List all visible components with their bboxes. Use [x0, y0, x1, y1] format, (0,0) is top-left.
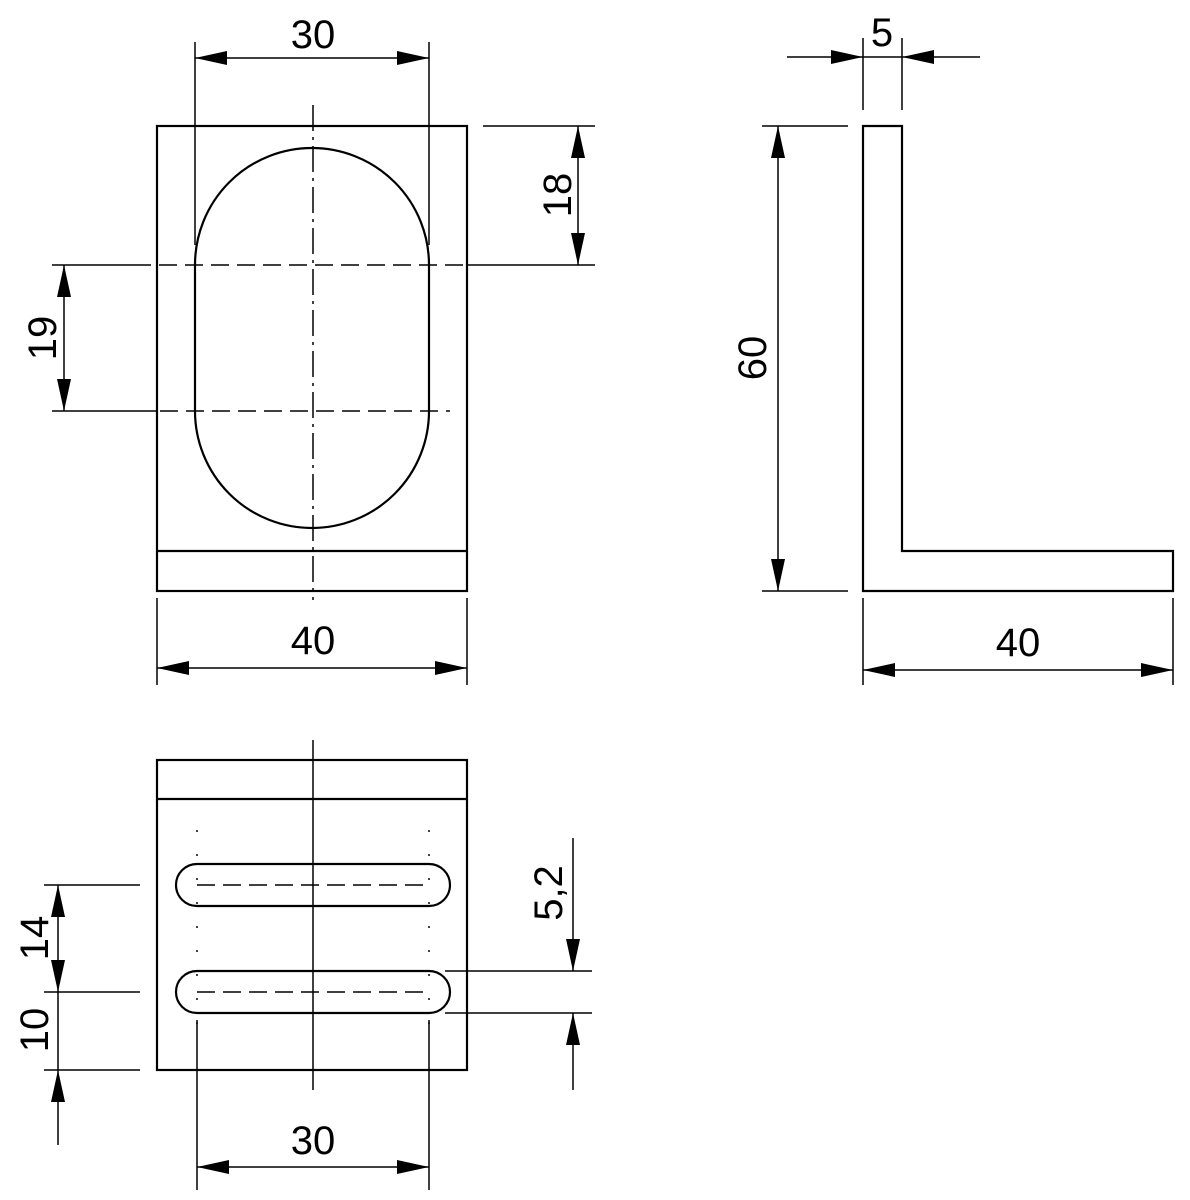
side-view: 5 60 40 [731, 11, 1175, 685]
arrowhead [771, 126, 785, 158]
arrowhead [397, 1160, 429, 1174]
dimension-arrows [51, 50, 1173, 1174]
arrowhead [57, 265, 71, 297]
dim-slot-length-label: 30 [291, 1119, 336, 1163]
dim-slot-width-label: 5,2 [527, 865, 571, 921]
front-view: 30 18 19 40 [21, 13, 595, 685]
arrowhead [51, 960, 65, 992]
arrowhead [195, 51, 227, 65]
arrowhead [397, 51, 429, 65]
front-outline [155, 124, 469, 593]
bottom-outline [155, 758, 469, 1072]
dim-width-label: 40 [291, 619, 336, 663]
bottom-view: 14 10 5,2 30 [13, 740, 592, 1190]
slot-lower [174, 969, 452, 1015]
arrowhead [1141, 663, 1173, 677]
dim-slot-pitch-label: 14 [13, 916, 57, 961]
dim-edge-to-slot-label: 10 [13, 1008, 57, 1053]
dim-center-spacing-label: 19 [21, 316, 65, 361]
dim-slot-width-label: 30 [291, 13, 336, 57]
arrowhead [863, 663, 895, 677]
arrowhead [566, 1013, 580, 1045]
angle-profile [861, 124, 1175, 593]
arrowhead [902, 50, 934, 64]
arrowhead [571, 126, 585, 158]
dim-height-label: 60 [731, 336, 775, 381]
arrowhead [51, 1070, 65, 1102]
arrowhead [566, 939, 580, 971]
dim-top-to-center-label: 18 [536, 173, 580, 218]
arrowhead [435, 661, 467, 675]
arrowhead [51, 885, 65, 917]
arrowhead [771, 559, 785, 591]
dim-depth-label: 40 [996, 621, 1041, 665]
slot-upper [174, 862, 452, 908]
arrowhead [571, 233, 585, 265]
arrowhead [57, 379, 71, 411]
arrowhead [197, 1160, 229, 1174]
arrowhead [157, 661, 189, 675]
dim-thickness-label: 5 [871, 11, 893, 55]
arrowhead [831, 50, 863, 64]
oblong-slot [193, 146, 431, 530]
